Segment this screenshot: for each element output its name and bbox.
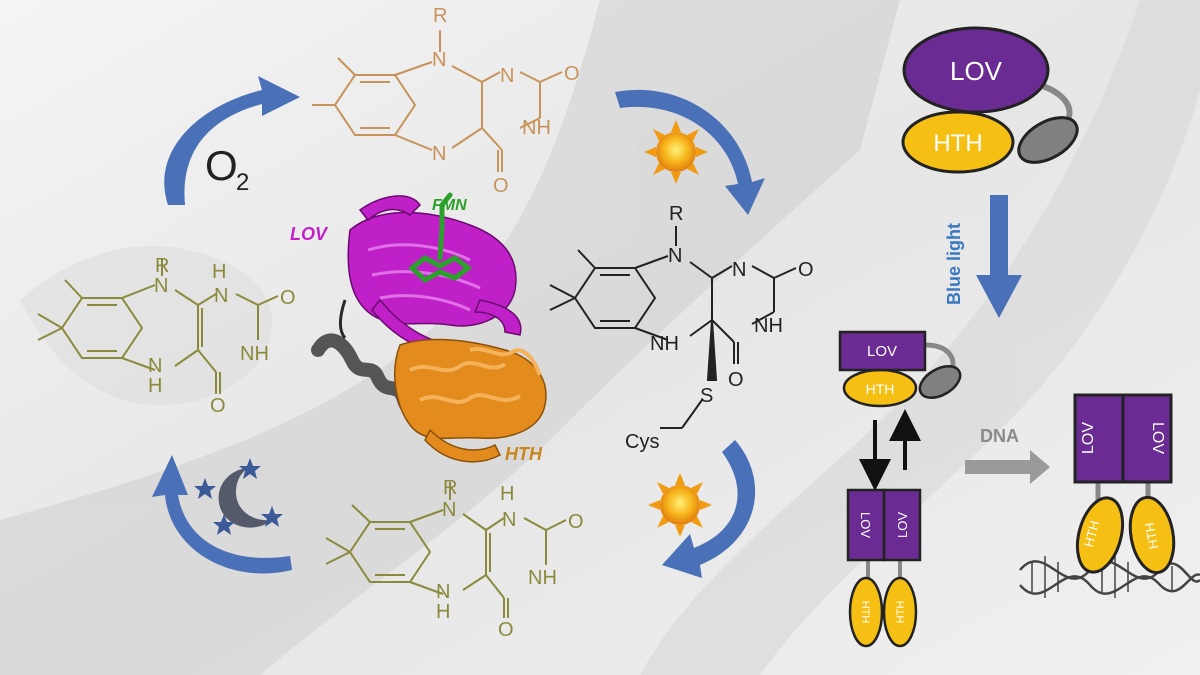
- svg-text:N: N: [214, 285, 228, 307]
- lov-label: LOV: [950, 56, 1003, 86]
- svg-text:HTH: HTH: [866, 381, 895, 397]
- svg-text:LOV: LOV: [858, 512, 873, 538]
- light-state-protein: HTH LOV: [838, 330, 962, 408]
- svg-text:HTH: HTH: [895, 601, 907, 624]
- svg-text:LOV: LOV: [1149, 422, 1166, 454]
- cysteinyl-adduct-atoms: R N N O NH NH O S Cys: [625, 203, 814, 453]
- hth-structure-label: HTH: [505, 444, 543, 464]
- dna-label: DNA: [980, 426, 1019, 446]
- light-arrow-top: [615, 89, 765, 215]
- svg-text:R: R: [443, 477, 457, 499]
- svg-text:O: O: [564, 63, 580, 85]
- reduced-flavin-bottom-molecule: [325, 482, 567, 618]
- svg-text:R: R: [669, 203, 683, 225]
- blue-light-arrow: Blue light: [944, 195, 1022, 318]
- svg-text:N: N: [432, 49, 446, 71]
- oxidized-flavin-molecule: [312, 30, 563, 172]
- hth-domain: [394, 338, 547, 463]
- svg-text:O: O: [728, 369, 744, 391]
- svg-text:HTH: HTH: [859, 601, 871, 624]
- svg-text:N: N: [154, 275, 168, 297]
- svg-text:O: O: [210, 395, 226, 417]
- svg-text:H: H: [212, 261, 226, 283]
- oxidation-arrow: [164, 76, 300, 205]
- blue-light-label: Blue light: [944, 223, 964, 305]
- hth-label: HTH: [933, 130, 982, 157]
- oxidized-flavin-atoms: R N N O NH N O: [432, 5, 580, 197]
- svg-text:N: N: [732, 259, 746, 281]
- svg-text:N: N: [436, 581, 450, 603]
- light-arrow-bottom: [662, 440, 756, 578]
- svg-text:NH: NH: [522, 117, 551, 139]
- lov-structure-label: LOV: [290, 224, 329, 244]
- svg-text:O: O: [498, 619, 514, 641]
- sun-icon: [648, 473, 712, 537]
- svg-text:O: O: [493, 175, 509, 197]
- svg-text:O: O: [205, 142, 238, 189]
- svg-text:NH: NH: [754, 315, 783, 337]
- cycle-arrows: [152, 76, 765, 578]
- reduced-flavin-left-atoms: R N H N O NH N H O: [148, 255, 296, 417]
- svg-text:R: R: [433, 5, 447, 27]
- svg-text:H: H: [436, 601, 450, 623]
- dark-state-protein: HTH LOV: [901, 26, 1079, 174]
- effector-domain: [1017, 116, 1079, 164]
- svg-text:O: O: [280, 287, 296, 309]
- reduced-flavin-left-molecule: [37, 258, 279, 394]
- dark-arrow: [152, 455, 292, 574]
- svg-text:N: N: [148, 355, 162, 377]
- moon-stars-icon: [194, 458, 283, 535]
- svg-text:NH: NH: [650, 333, 679, 355]
- svg-text:2: 2: [236, 169, 249, 196]
- svg-text:NH: NH: [528, 567, 557, 589]
- svg-text:O: O: [798, 259, 814, 281]
- svg-text:NH: NH: [240, 343, 269, 365]
- sun-icon: [644, 120, 708, 184]
- svg-text:O: O: [568, 511, 584, 533]
- lov-dimer-dna-bound: LOV LOV HTH HTH: [1073, 393, 1176, 575]
- svg-text:N: N: [668, 245, 682, 267]
- svg-text:N: N: [502, 509, 516, 531]
- reduced-flavin-bottom-atoms: R N H N O NH N H O: [436, 477, 584, 641]
- lov-domain-shape: [902, 26, 1050, 114]
- equilibrium-arrows: [859, 409, 921, 491]
- svg-text:Cys: Cys: [625, 431, 659, 453]
- fmn-structure-label: FMN: [432, 197, 467, 214]
- svg-text:R: R: [155, 255, 169, 277]
- oxygen-label: O 2: [205, 142, 249, 196]
- lov-hth-protein-structure: LOV FMN HTH: [290, 192, 547, 464]
- cysteinyl-adduct-molecule: [549, 226, 797, 429]
- svg-text:N: N: [442, 499, 456, 521]
- svg-text:LOV: LOV: [867, 343, 897, 360]
- dna-helix-icon: [1019, 556, 1200, 598]
- svg-text:S: S: [700, 385, 713, 407]
- svg-text:HTH: HTH: [1081, 519, 1102, 549]
- fmn-cofactor: [408, 192, 473, 284]
- svg-text:HTH: HTH: [1142, 521, 1161, 550]
- svg-text:LOV: LOV: [895, 512, 910, 538]
- svg-text:H: H: [500, 483, 514, 505]
- lov-dimer-small: LOV LOV HTH HTH: [846, 488, 922, 648]
- svg-text:N: N: [500, 65, 514, 87]
- svg-text:LOV: LOV: [1080, 422, 1097, 454]
- dna-arrow: DNA: [965, 426, 1050, 484]
- svg-text:N: N: [432, 143, 446, 165]
- svg-text:H: H: [148, 375, 162, 397]
